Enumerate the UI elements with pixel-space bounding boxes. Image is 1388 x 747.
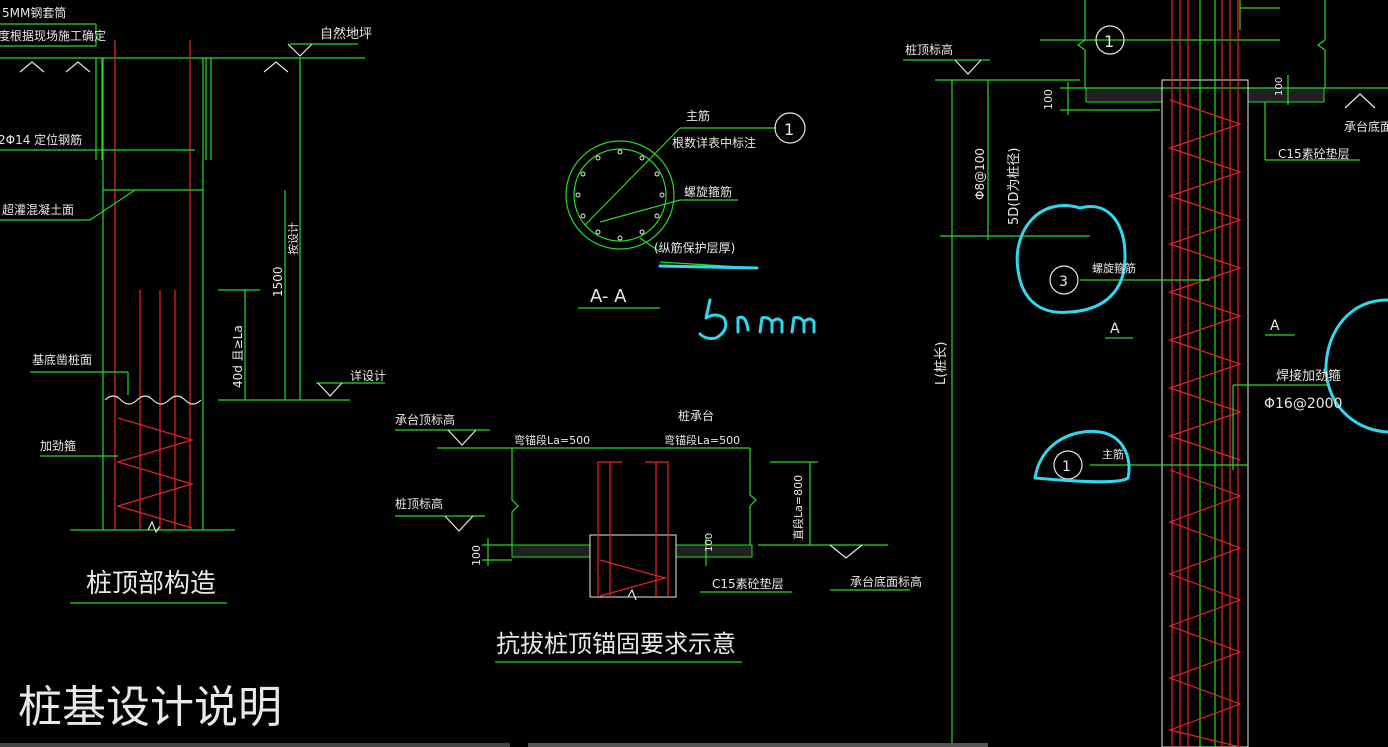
label-spiral: 螺旋箍筋 <box>684 184 732 199</box>
scrollbar-thumb[interactable] <box>528 743 988 747</box>
label-straight: 直段La=800 <box>791 475 805 540</box>
callout-1: 1 <box>784 120 794 139</box>
dim-1500: 1500 <box>271 266 285 297</box>
dim-100: 100 <box>470 545 483 566</box>
label-a-left: A <box>1110 321 1120 337</box>
label-cap-top: 承台顶标高 <box>395 412 455 427</box>
anchor-detail-text: 承台顶标高 桩承台 弯锚段La=500 弯锚段La=500 桩顶标高 100 1… <box>395 408 922 658</box>
label-anchor: 按设计 <box>286 222 300 255</box>
label-pile-top-right: 桩顶标高 <box>905 42 953 57</box>
dim-40d: 40d 且≥La <box>231 325 245 388</box>
left-detail <box>0 23 385 604</box>
label-casing: 5MM钢套筒 <box>2 5 66 20</box>
label-cap-bottom-right: 承台底面标 <box>1344 119 1388 134</box>
anchor-detail-title: 抗拔桩顶锚固要求示意 <box>496 630 736 658</box>
label-cap-bottom: 承台底面标高 <box>850 574 922 589</box>
label-locating-bar: 2Φ14 定位钢筋 <box>0 132 82 147</box>
label-c15-right: C15素砼垫层 <box>1278 146 1350 161</box>
label-cap: 桩承台 <box>678 408 714 423</box>
sheet-title: 桩基设计说明 <box>18 682 282 733</box>
callout-3: 3 <box>1059 274 1068 290</box>
anchor-detail <box>395 429 910 663</box>
label-bend-right: 弯锚段La=500 <box>664 433 740 447</box>
section-aa <box>565 112 806 309</box>
label-main-bar: 主筋 <box>686 108 710 123</box>
left-detail-title: 桩顶部构造 <box>86 569 216 599</box>
section-aa-title: A- A <box>590 286 627 307</box>
label-casing-note: 度根据现场施工确定 <box>0 28 106 43</box>
handwritten-markup <box>658 204 1388 484</box>
label-cover: (纵筋保护层厚) <box>654 240 735 255</box>
label-spiral-right: 螺旋箍筋 <box>1092 261 1136 275</box>
label-stirrup: Φ8@100 <box>973 148 987 200</box>
label-5d: 5D(D为桩径) <box>1007 148 1022 225</box>
callout-1-main: 1 <box>1062 459 1071 475</box>
rebar-dots <box>575 149 665 241</box>
label-weld: 焊接加劲箍 <box>1276 368 1341 384</box>
label-weld-spec: Φ16@2000 <box>1264 396 1342 412</box>
label-main-bar-note: 根数详表中标注 <box>672 135 756 150</box>
label-c15: C15素砼垫层 <box>712 576 784 591</box>
scrollbar-left[interactable] <box>0 743 510 747</box>
dim-100b-right: 100 <box>1274 77 1285 96</box>
label-ground: 自然地坪 <box>320 26 372 42</box>
dim-100b: 100 <box>704 533 715 552</box>
label-bend-left: 弯锚段La=500 <box>514 433 590 447</box>
label-a-right: A <box>1270 318 1280 334</box>
label-base: 基底凿桩面 <box>32 352 92 367</box>
label-overpour: 超灌混凝土面 <box>2 202 74 217</box>
dim-100-right: 100 <box>1042 89 1055 110</box>
label-stiffener: 加劲箍 <box>40 438 76 453</box>
label-pile-top: 桩顶标高 <box>395 496 443 511</box>
section-aa-text: 主筋 根数详表中标注 1 螺旋箍筋 (纵筋保护层厚) A- A 50mm <box>590 108 794 307</box>
callout-1-top: 1 <box>1104 32 1114 51</box>
right-detail <box>903 0 1388 747</box>
right-detail-text: 桩顶标高 Φ8@100 5D(D为桩径) L(桩长) 螺旋箍筋 3 1 1 主筋… <box>905 32 1388 475</box>
left-detail-text: 5MM钢套筒 度根据现场施工确定 自然地坪 2Φ14 定位钢筋 超灌混凝土面 按… <box>0 5 386 599</box>
label-length: L(桩长) <box>934 342 949 385</box>
label-main-right: 主筋 <box>1102 447 1124 461</box>
label-design: 详设计 <box>350 368 386 383</box>
